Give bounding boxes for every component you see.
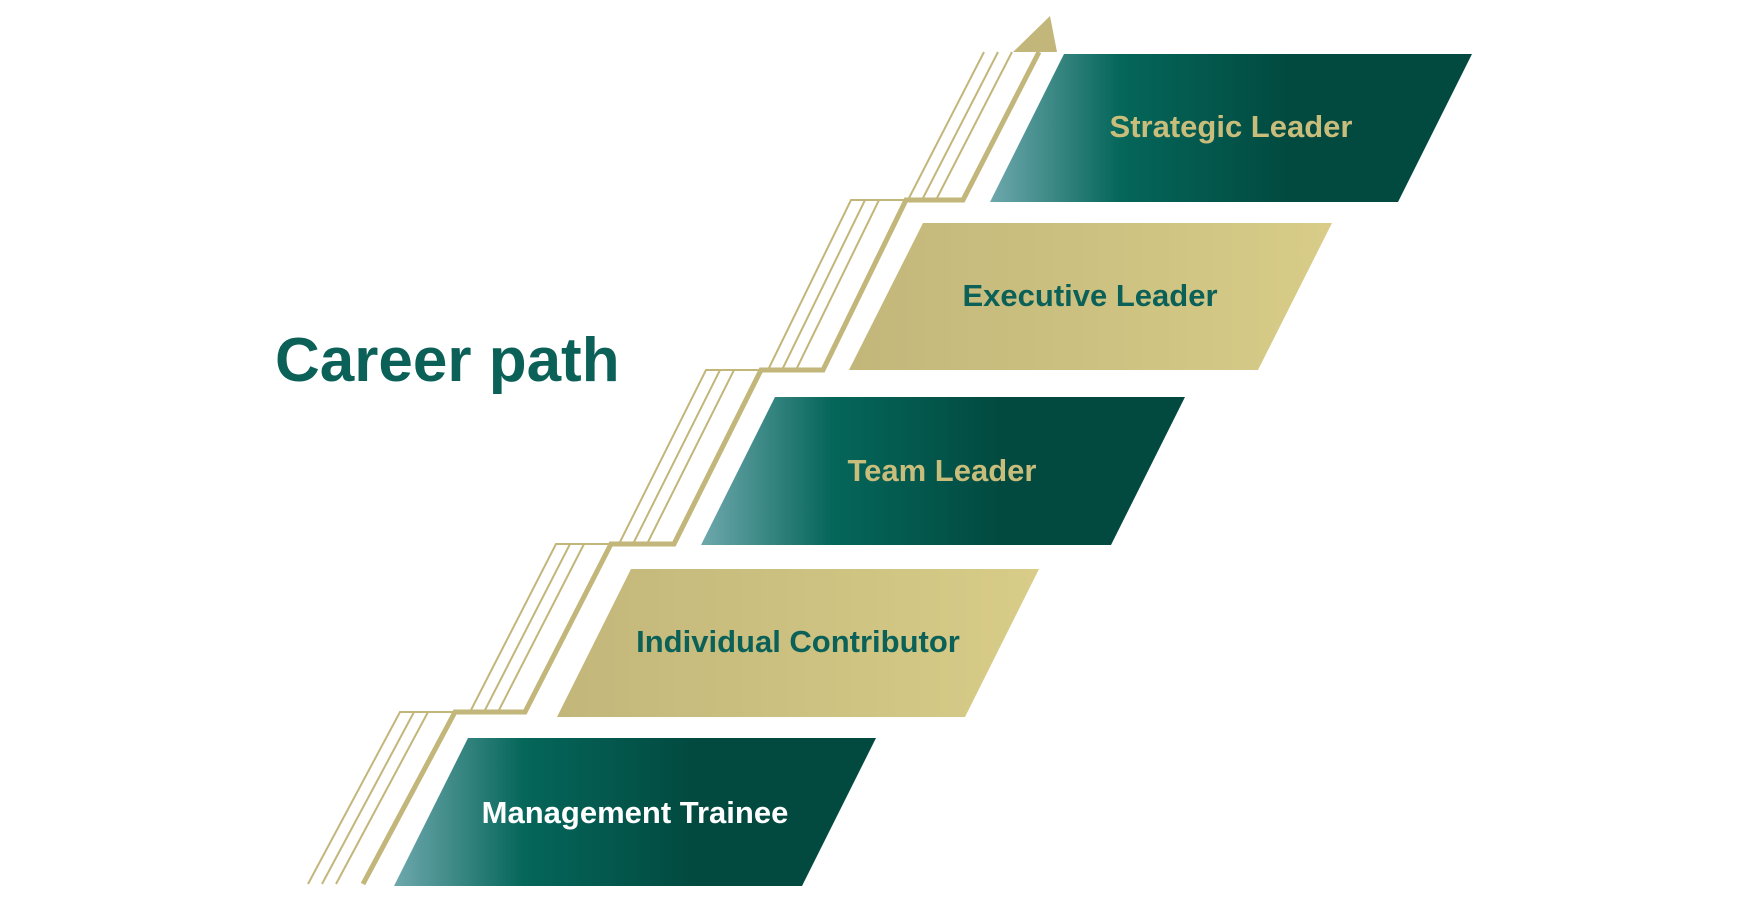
step-team-leader: Team Leader bbox=[701, 397, 1185, 545]
arrow-head-icon bbox=[1013, 16, 1057, 52]
step-label-team-leader: Team Leader bbox=[848, 453, 1037, 488]
stair-line-thin-3 bbox=[307, 51, 985, 885]
step-shape bbox=[394, 738, 876, 886]
staircase-arrow bbox=[307, 16, 1057, 886]
step-label-management-trainee: Management Trainee bbox=[482, 795, 789, 830]
step-label-individual-contributor: Individual Contributor bbox=[636, 624, 960, 659]
page-title: Career path bbox=[275, 326, 620, 395]
step-management-trainee: Management Trainee bbox=[394, 738, 876, 886]
step-label-strategic-leader: Strategic Leader bbox=[1110, 109, 1353, 144]
step-strategic-leader: Strategic Leader bbox=[990, 54, 1472, 202]
step-shape bbox=[990, 54, 1472, 202]
step-individual-contributor: Individual Contributor bbox=[557, 569, 1039, 717]
step-executive-leader: Executive Leader bbox=[849, 223, 1332, 370]
step-shape bbox=[849, 223, 1332, 370]
step-label-executive-leader: Executive Leader bbox=[962, 278, 1217, 313]
step-shape bbox=[557, 569, 1039, 717]
step-shape bbox=[701, 397, 1185, 545]
